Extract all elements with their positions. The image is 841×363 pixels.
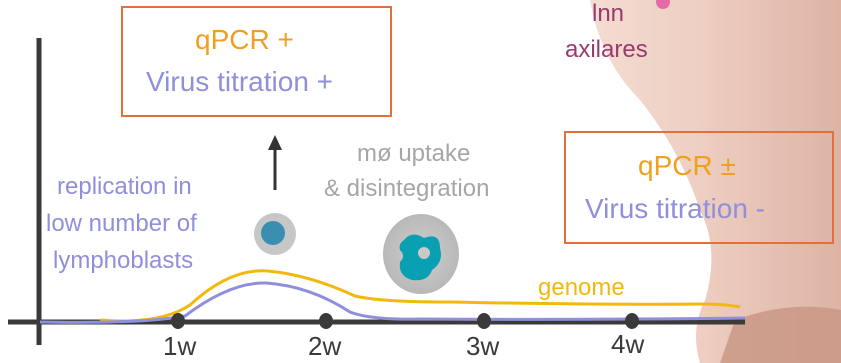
- uptake-line1: mø uptake: [357, 140, 471, 167]
- tick-label-2w: 2w: [308, 331, 342, 361]
- tick-dot-4w: [625, 313, 639, 329]
- uptake-line2: & disintegration: [324, 175, 490, 202]
- tick-dot-1w: [171, 313, 185, 329]
- box-top-line1: qPCR +: [195, 24, 294, 55]
- lymphoblast-cell-nucleus: [261, 221, 285, 245]
- replication-line2: low number of: [46, 210, 197, 237]
- box-top-line2: Virus titration +: [146, 66, 334, 97]
- up-arrow-head: [268, 135, 282, 150]
- box-right-line1: qPCR ±: [638, 150, 736, 181]
- tick-dot-3w: [477, 313, 491, 329]
- lnn-label-line2: axilares: [565, 36, 648, 63]
- replication-line3: lymphoblasts: [53, 247, 194, 274]
- tick-label-4w: 4w: [611, 329, 645, 359]
- replication-line1: replication in: [57, 173, 192, 200]
- virus-curve: [39, 281, 746, 324]
- genome-label: genome: [538, 274, 625, 301]
- genome-curve: [99, 269, 741, 323]
- pig-hoof-image: [720, 306, 841, 363]
- lnn-label-line1: lnn: [592, 0, 625, 27]
- tick-label-1w: 1w: [163, 331, 197, 361]
- tick-dot-2w: [319, 313, 333, 329]
- result-box-right: [564, 131, 834, 244]
- lymph-node-marker: [656, 0, 670, 9]
- box-right-line2: Virus titration -: [585, 193, 765, 224]
- result-box-top: [121, 6, 392, 117]
- macrophage-notch: [418, 247, 430, 259]
- pig-leg-image: [560, 0, 841, 363]
- tick-label-3w: 3w: [466, 331, 500, 361]
